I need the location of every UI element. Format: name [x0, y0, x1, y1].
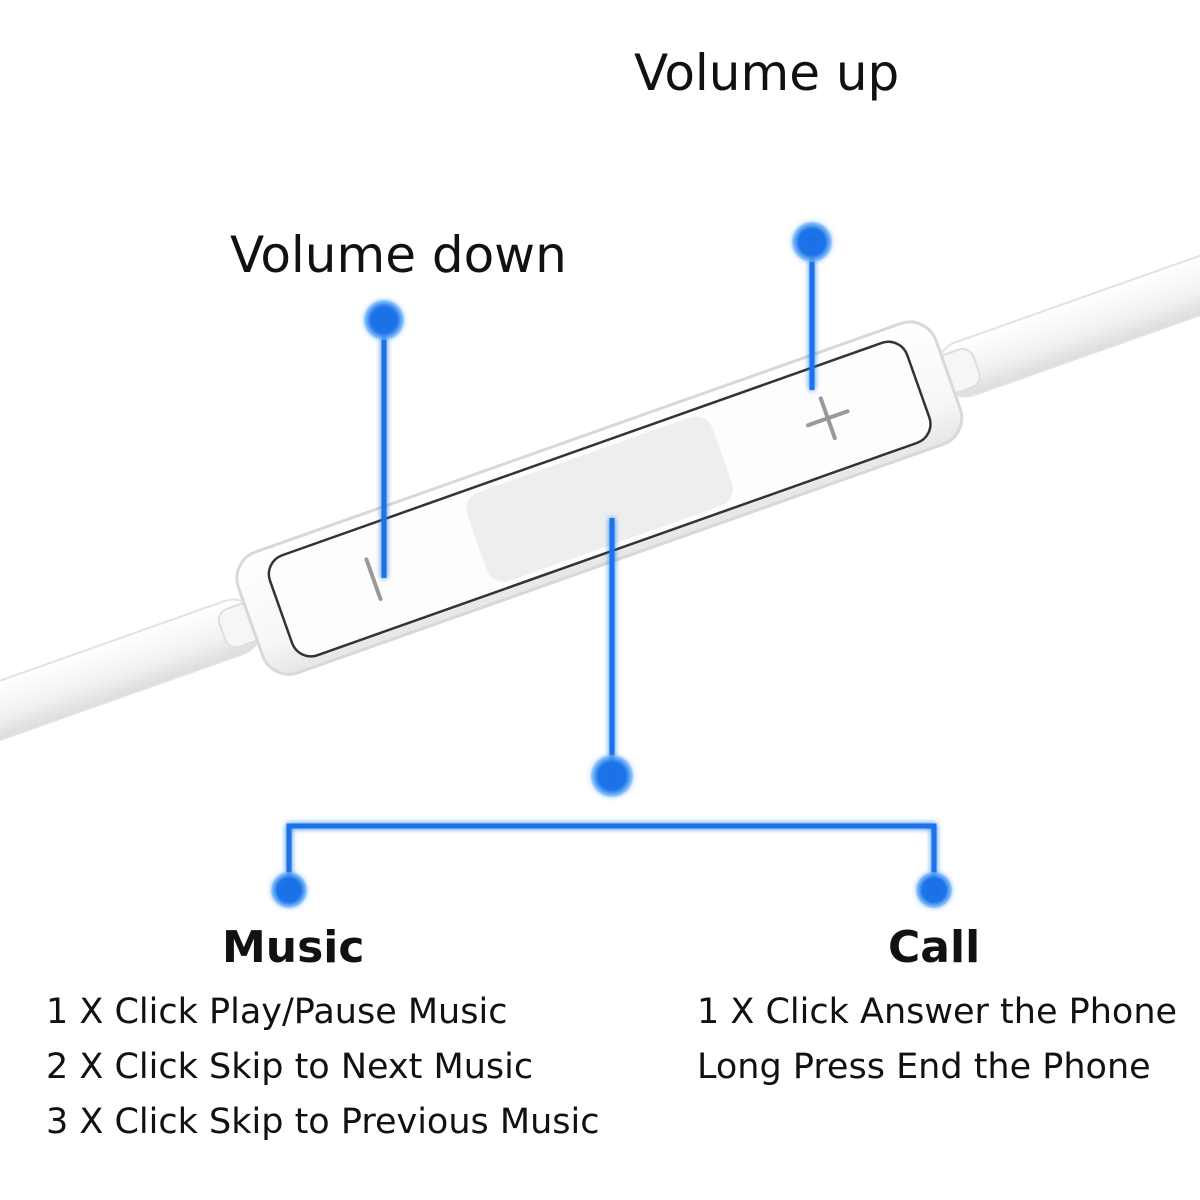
volume-up-label: Volume up	[634, 44, 900, 102]
remote-body	[235, 320, 964, 676]
callouts	[271, 222, 952, 908]
volume-down-dot	[364, 300, 404, 340]
music-step: 1 X Click Play/Pause Music	[46, 992, 508, 1032]
center-dot	[591, 755, 633, 797]
volume-up-dot	[792, 222, 832, 262]
branch-bracket	[286, 823, 937, 888]
call-steps: 1 X Click Answer the Phone Long Press En…	[697, 985, 1177, 1095]
music-step: 3 X Click Skip to Previous Music	[46, 1102, 600, 1142]
call-dot	[916, 872, 952, 908]
call-step: 1 X Click Answer the Phone	[697, 992, 1178, 1032]
minus-button[interactable]	[364, 557, 383, 601]
music-heading: Music	[222, 922, 365, 973]
plus-button[interactable]	[801, 391, 855, 445]
call-heading: Call	[888, 922, 981, 973]
music-steps: 1 X Click Play/Pause Music 2 X Click Ski…	[46, 985, 599, 1150]
volume-down-label: Volume down	[230, 226, 567, 284]
call-step: Long Press End the Phone	[697, 1047, 1151, 1087]
music-step: 2 X Click Skip to Next Music	[46, 1047, 534, 1087]
music-dot	[271, 872, 307, 908]
